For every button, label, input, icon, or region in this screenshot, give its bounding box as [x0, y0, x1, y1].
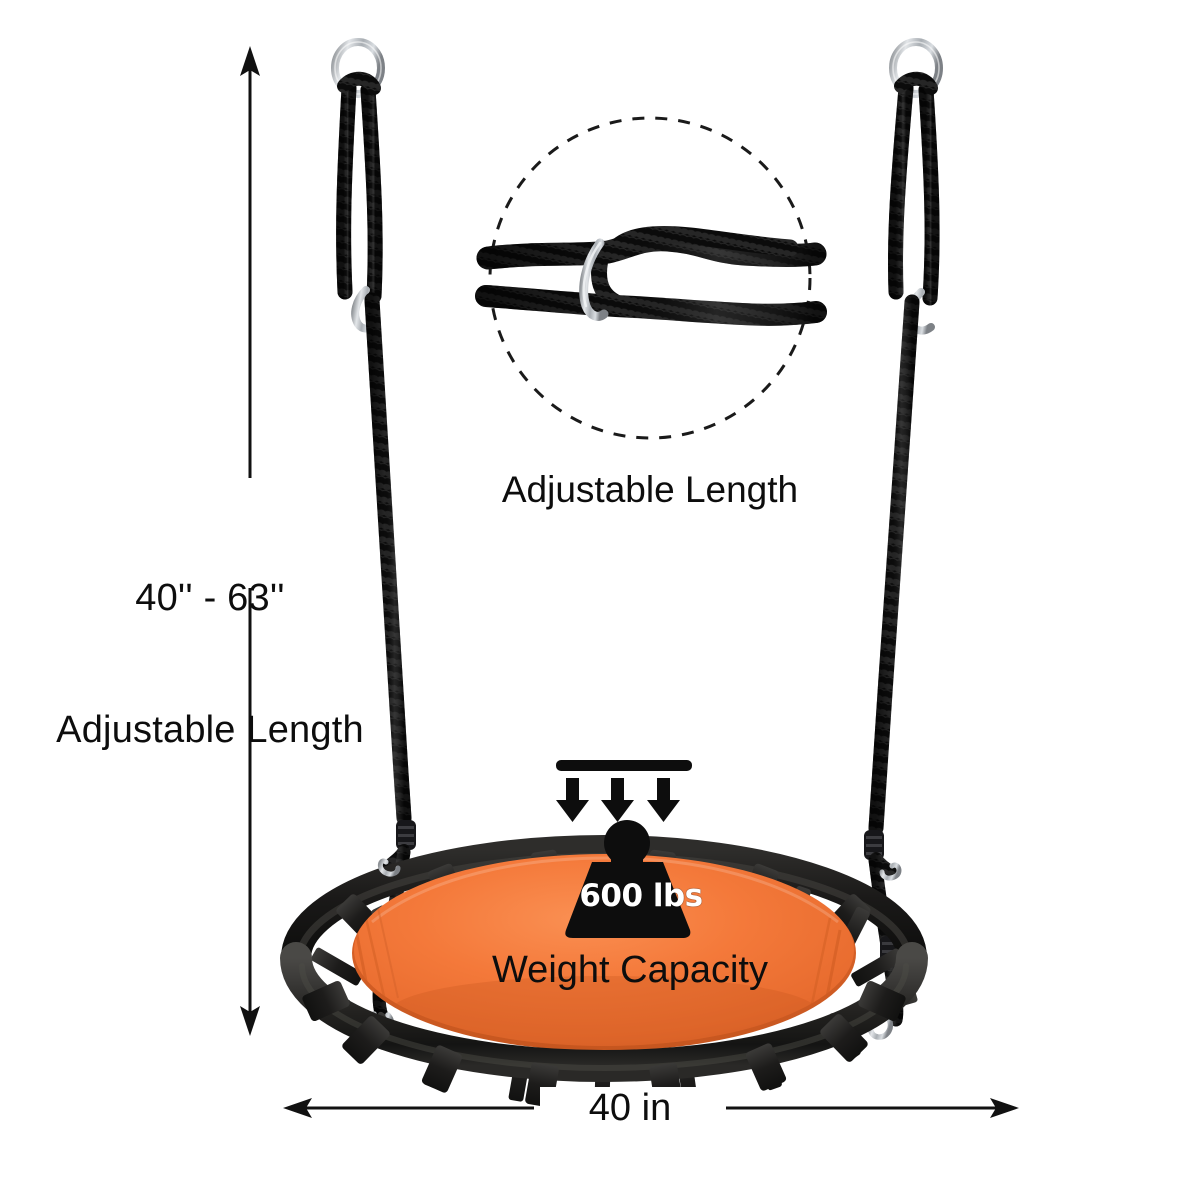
- inset-rope-lower: [475, 285, 827, 326]
- inset-caption-label: Adjustable Length: [501, 469, 799, 510]
- metal-carabiner-icon-left-rear: [377, 858, 401, 877]
- dashed-callout-circle-icon: [488, 116, 812, 440]
- inset-rope-loop: [591, 226, 799, 314]
- weight-capacity-badge-value: 600 lbs: [579, 878, 703, 914]
- swing-seat: [280, 835, 928, 1108]
- weight-capacity-label: Weight Capacity: [492, 949, 768, 991]
- rope-slider-bead-left: [396, 820, 416, 850]
- height-dimension-label: 40'' - 63'' Adjustable Length: [0, 488, 420, 840]
- width-dimension-label: 40 in: [540, 1087, 720, 1129]
- adjustable-length-detail-inset: [475, 116, 827, 440]
- metal-o-ring-icon-left: [331, 38, 385, 98]
- right-rope-assembly: [864, 38, 943, 1027]
- height-dimension-arrow: [240, 46, 260, 1036]
- swing-seat-fabric: [352, 854, 856, 1051]
- height-dimension-range: 40'' - 63'': [135, 577, 285, 619]
- metal-carabiner-icon-right-rear: [879, 862, 902, 881]
- height-dimension-caption: Adjustable Length: [56, 709, 364, 751]
- width-dimension-arrow: [283, 1098, 1019, 1118]
- downward-load-arrows-icon: [556, 760, 692, 822]
- kettlebell-weight-icon: [565, 820, 691, 938]
- left-rope-assembly: [331, 38, 416, 1023]
- metal-rope-adjuster-clip-icon: [579, 238, 609, 321]
- metal-o-ring-icon-right: [889, 38, 943, 98]
